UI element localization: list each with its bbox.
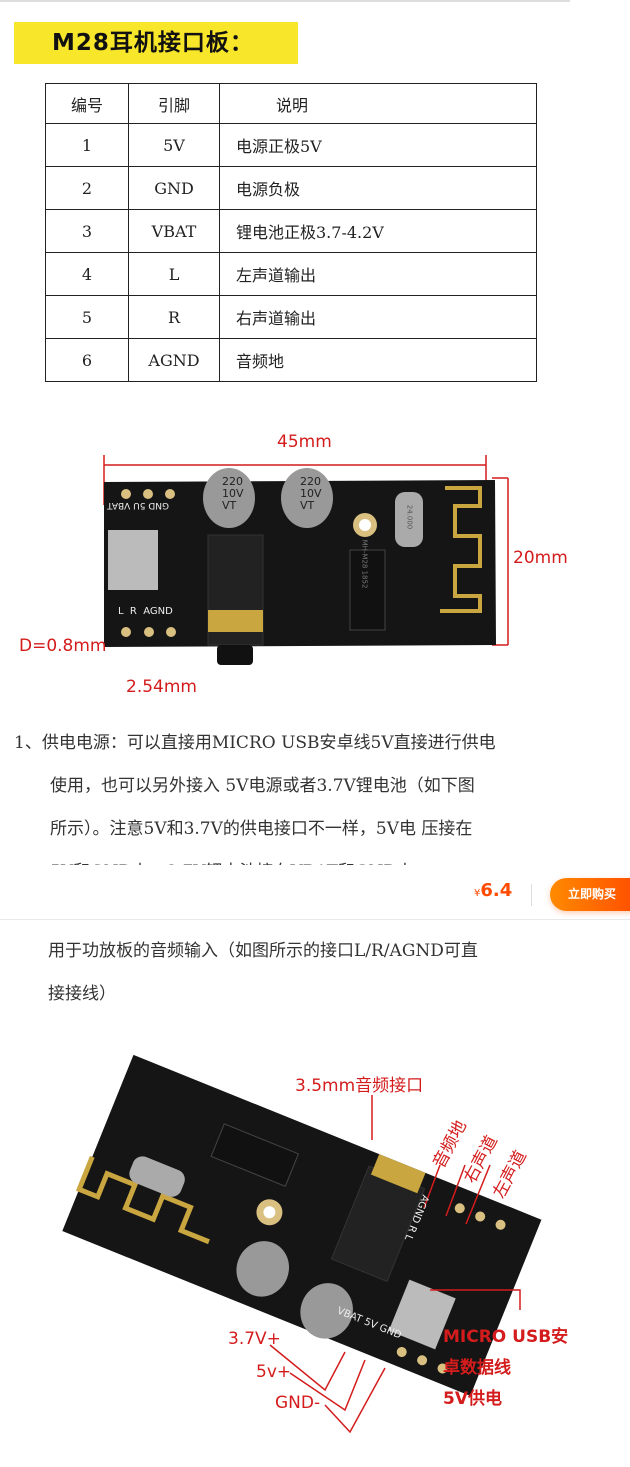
cell-pin: GND <box>128 166 220 210</box>
hole-label: D=0.8mm <box>19 636 107 656</box>
width-label: 45mm <box>277 432 332 452</box>
jack-label: 3.5mm音频接口 <box>295 1076 424 1096</box>
cell-desc: 左声道输出 <box>219 252 537 296</box>
cell-num: 3 <box>45 209 129 253</box>
buy-bar <box>0 868 630 920</box>
buy-now-button[interactable]: 立即购买 <box>550 878 630 911</box>
cell-num: 5 <box>45 295 129 339</box>
chip <box>349 549 386 631</box>
5v-label: 5v+ <box>256 1362 292 1382</box>
para-line: 所示）。注意5V和3.7V的供电接口不一样，5V电 压接在 <box>50 819 473 839</box>
cell-num: 1 <box>45 123 129 167</box>
bar-divider <box>531 884 532 906</box>
para-line: 使用，也可以另外接入 5V电源或者3.7V锂电池（如下图 <box>50 776 475 796</box>
pitch-label: 2.54mm <box>126 677 197 697</box>
para-line: 用于功放板的音频输入（如图所示的接口L/R/AGND可直 <box>48 941 478 961</box>
cell-pin: R <box>128 295 220 339</box>
board-silkscreen-audio: L R AGND <box>118 606 173 617</box>
header-cell: 说明 <box>219 83 537 124</box>
cell-pin: L <box>128 252 220 296</box>
cell-num: 4 <box>45 252 129 296</box>
section-banner: M28耳机接口板： <box>14 22 298 64</box>
chip-text: MH-M28 1852 <box>360 539 369 589</box>
cell-pin: AGND <box>128 338 220 382</box>
header-cell: 引脚 <box>128 83 220 124</box>
cell-desc: 右声道输出 <box>219 295 537 339</box>
pcb-wiring-figure <box>62 1054 542 1434</box>
board-silkscreen-power: GND 5U VBAT <box>107 500 169 510</box>
audio-input-paragraph: 用于功放板的音频输入（如图所示的接口L/R/AGND可直 接接线） <box>48 930 588 1016</box>
vbat-label: 3.7V+ <box>228 1329 281 1349</box>
cell-pin: VBAT <box>128 209 220 253</box>
crystal <box>395 492 423 547</box>
para-line: 接接线） <box>48 984 116 1004</box>
antenna-trace <box>440 486 482 613</box>
table-header-row: 编号 引脚 说明 <box>45 83 537 124</box>
cell-pin: 5V <box>128 123 220 167</box>
cell-desc: 电源正极5V <box>219 123 537 167</box>
para-line: 5V和GND上，3.7V锂电池接在VBAT和GND上。 <box>14 851 594 865</box>
pcb-dimension-figure <box>103 455 509 665</box>
cell-desc: 电源负极 <box>219 166 537 210</box>
height-label: 20mm <box>513 548 568 568</box>
cell-desc: 音频地 <box>219 338 537 382</box>
top-divider <box>0 0 570 2</box>
gnd-label: GND- <box>275 1393 321 1413</box>
power-supply-paragraph: 1、供电电源：可以直接用MICRO USB安卓线5V直接进行供电 使用，也可以另… <box>14 722 594 865</box>
para-line: 1、供电电源：可以直接用MICRO USB安卓线5V直接进行供电 <box>14 733 496 753</box>
crystal-text: 24.000 <box>405 504 414 530</box>
cell-num: 2 <box>45 166 129 210</box>
header-cell: 编号 <box>45 83 129 124</box>
price: ¥6.4 <box>474 880 513 901</box>
cell-num: 6 <box>45 338 129 382</box>
usb-port <box>108 530 158 590</box>
cell-desc: 锂电池正极3.7-4.2V <box>219 209 537 253</box>
